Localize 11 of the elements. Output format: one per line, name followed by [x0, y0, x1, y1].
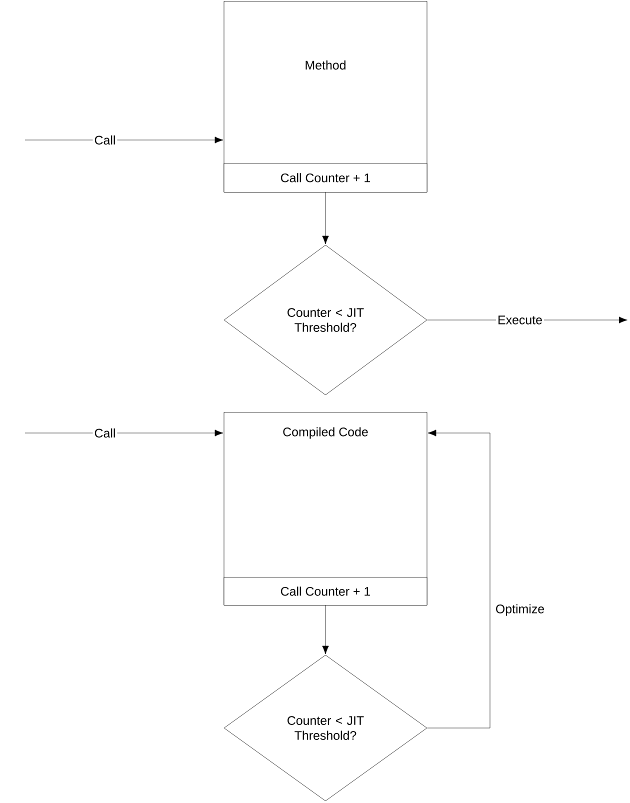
edge-label: Call	[92, 426, 118, 440]
arrow	[322, 605, 329, 654]
arrow	[24, 430, 224, 436]
edge-label: Call	[92, 134, 118, 146]
arrow	[24, 136, 224, 144]
arrow	[427, 430, 490, 728]
counter-box: Call Counter + 1	[224, 577, 428, 606]
edge-label: Execute	[496, 314, 544, 326]
arrow	[322, 192, 329, 244]
edge-label: Optimize	[494, 602, 546, 618]
counter-box: Call Counter + 1	[224, 163, 428, 192]
